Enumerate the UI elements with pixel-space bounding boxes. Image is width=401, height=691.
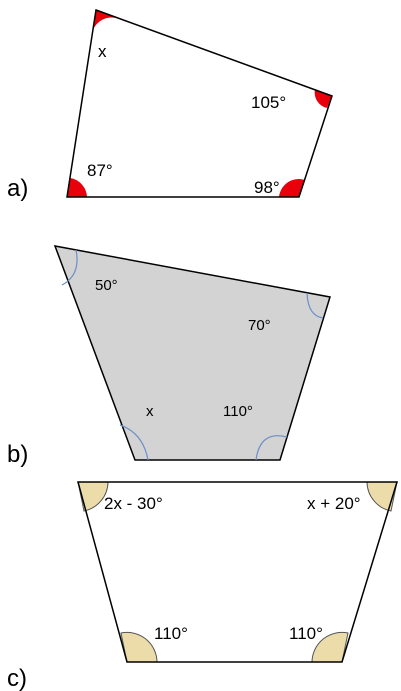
figure-b-angle-top-left: 50° bbox=[95, 277, 118, 294]
figure-c: 2x - 30° x + 20° 110° 110° c) bbox=[7, 481, 399, 691]
figure-b-quadrilateral bbox=[53, 245, 331, 461]
figure-a-marker-bottom-left bbox=[67, 178, 87, 197]
figure-c-angle-top-right: x + 20° bbox=[307, 494, 361, 513]
figure-c-angle-markers bbox=[77, 481, 398, 663]
figure-c-marker-top-right bbox=[366, 481, 398, 512]
figure-a-quadrilateral bbox=[66, 8, 333, 198]
figure-b-angle-arcs bbox=[61, 249, 324, 461]
figure-c-marker-bottom-right bbox=[311, 631, 349, 663]
figure-a: x 105° 87° 98° a) bbox=[7, 8, 333, 202]
figure-b-part-label: b) bbox=[7, 441, 28, 468]
figure-a-part-label: a) bbox=[7, 175, 28, 202]
figure-b-angle-right: 70° bbox=[248, 317, 271, 334]
figure-c-angle-bottom-left: 110° bbox=[154, 624, 188, 643]
figure-b-arc-bottom-left bbox=[119, 424, 149, 461]
figure-c-angle-bottom-right: 110° bbox=[289, 624, 323, 643]
figure-a-marker-right bbox=[314, 89, 332, 108]
figure-a-angle-bottom-left: 87° bbox=[87, 161, 113, 180]
figure-c-part-label: c) bbox=[7, 665, 27, 691]
figure-c-marker-bottom-left bbox=[120, 631, 158, 663]
figure-b-arc-bottom-right bbox=[255, 435, 288, 461]
figure-b-angle-bottom-left: x bbox=[146, 403, 154, 420]
figure-a-angle-bottom-right: 98° bbox=[254, 178, 280, 197]
figure-a-angle-markers bbox=[67, 10, 332, 197]
figure-b: 50° 70° x 110° b) bbox=[7, 245, 331, 468]
figure-a-angle-top-left: x bbox=[98, 42, 107, 61]
figure-c-quadrilateral bbox=[77, 481, 399, 663]
figure-b-arc-top-left bbox=[61, 249, 78, 286]
figure-a-marker-top-left bbox=[93, 10, 116, 30]
figure-a-marker-bottom-right bbox=[279, 179, 305, 197]
figure-b-angle-bottom-right: 110° bbox=[223, 403, 253, 420]
figure-c-angle-top-left: 2x - 30° bbox=[104, 494, 163, 513]
figure-a-angle-right: 105° bbox=[251, 93, 286, 112]
figure-c-marker-top-left bbox=[77, 481, 109, 512]
figure-b-arc-right bbox=[306, 292, 324, 319]
